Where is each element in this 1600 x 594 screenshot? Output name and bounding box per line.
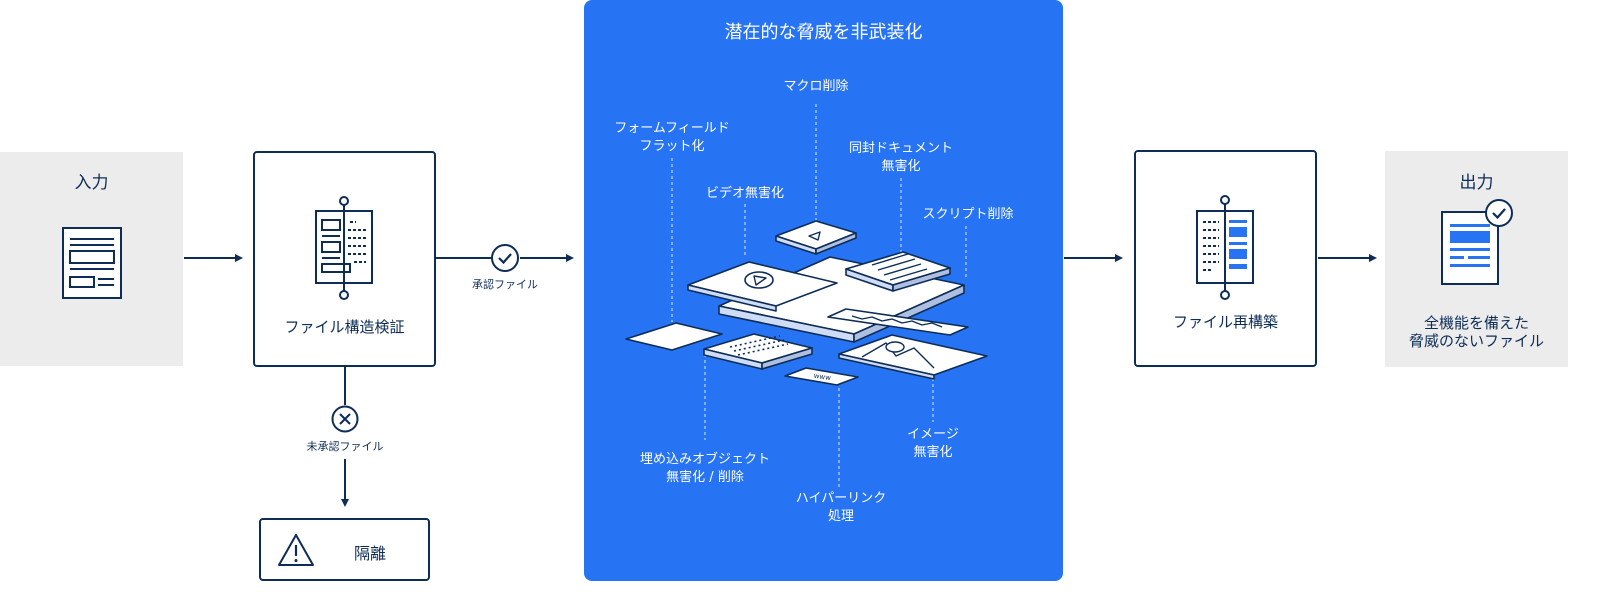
arrow-panel-to-rebuild (1064, 254, 1123, 262)
label-embed-line1: 埋め込みオブジェクト (639, 452, 770, 467)
arrow-structure-to-panel (436, 254, 574, 262)
rebuild-document-icon (1196, 195, 1254, 300)
panel-title: 潜在的な脅威を非武装化 (724, 22, 923, 43)
output-line1: 全機能を備えた (1423, 314, 1529, 332)
label-form-line2: フラット化 (639, 139, 705, 154)
label-macro: マクロ削除 (783, 79, 849, 94)
scan-document-icon (315, 196, 373, 300)
check-circle-icon (491, 244, 519, 272)
arrow-input-to-structure (184, 254, 243, 262)
label-doc-line1: 同封ドキュメント (848, 141, 953, 156)
label-form-line1: フォームフィールド (614, 121, 730, 136)
structure-label: ファイル構造検証 (284, 318, 405, 336)
unapproved-label: 未承認ファイル (306, 440, 384, 453)
label-image-line1: イメージ (907, 427, 959, 442)
arrow-structure-to-quarantine (341, 367, 349, 507)
label-link-line1: ハイパーリンク (795, 491, 887, 506)
output-document-icon (1441, 199, 1513, 285)
label-image-line2: 無害化 (913, 445, 953, 460)
output-title: 出力 (1459, 173, 1494, 193)
x-circle-icon (331, 405, 359, 433)
leader-lines (671, 104, 967, 488)
approved-label: 承認ファイル (472, 278, 538, 291)
warning-icon (278, 534, 314, 566)
label-script: スクリプト削除 (922, 207, 1014, 222)
isometric-components-illustration: www (625, 220, 988, 386)
arrow-rebuild-to-output (1318, 254, 1377, 262)
label-embed-line2: 無害化 / 削除 (666, 470, 744, 485)
input-document-icon (62, 227, 122, 299)
label-doc-line2: 無害化 (881, 159, 921, 174)
output-line2: 脅威のないファイル (1408, 332, 1544, 350)
label-video: ビデオ無害化 (705, 186, 784, 201)
input-title: 入力 (74, 173, 109, 193)
label-link-line2: 処理 (827, 509, 854, 524)
quarantine-label: 隔離 (353, 544, 386, 563)
www-text: www (813, 372, 831, 382)
rebuild-label: ファイル再構築 (1172, 313, 1278, 331)
